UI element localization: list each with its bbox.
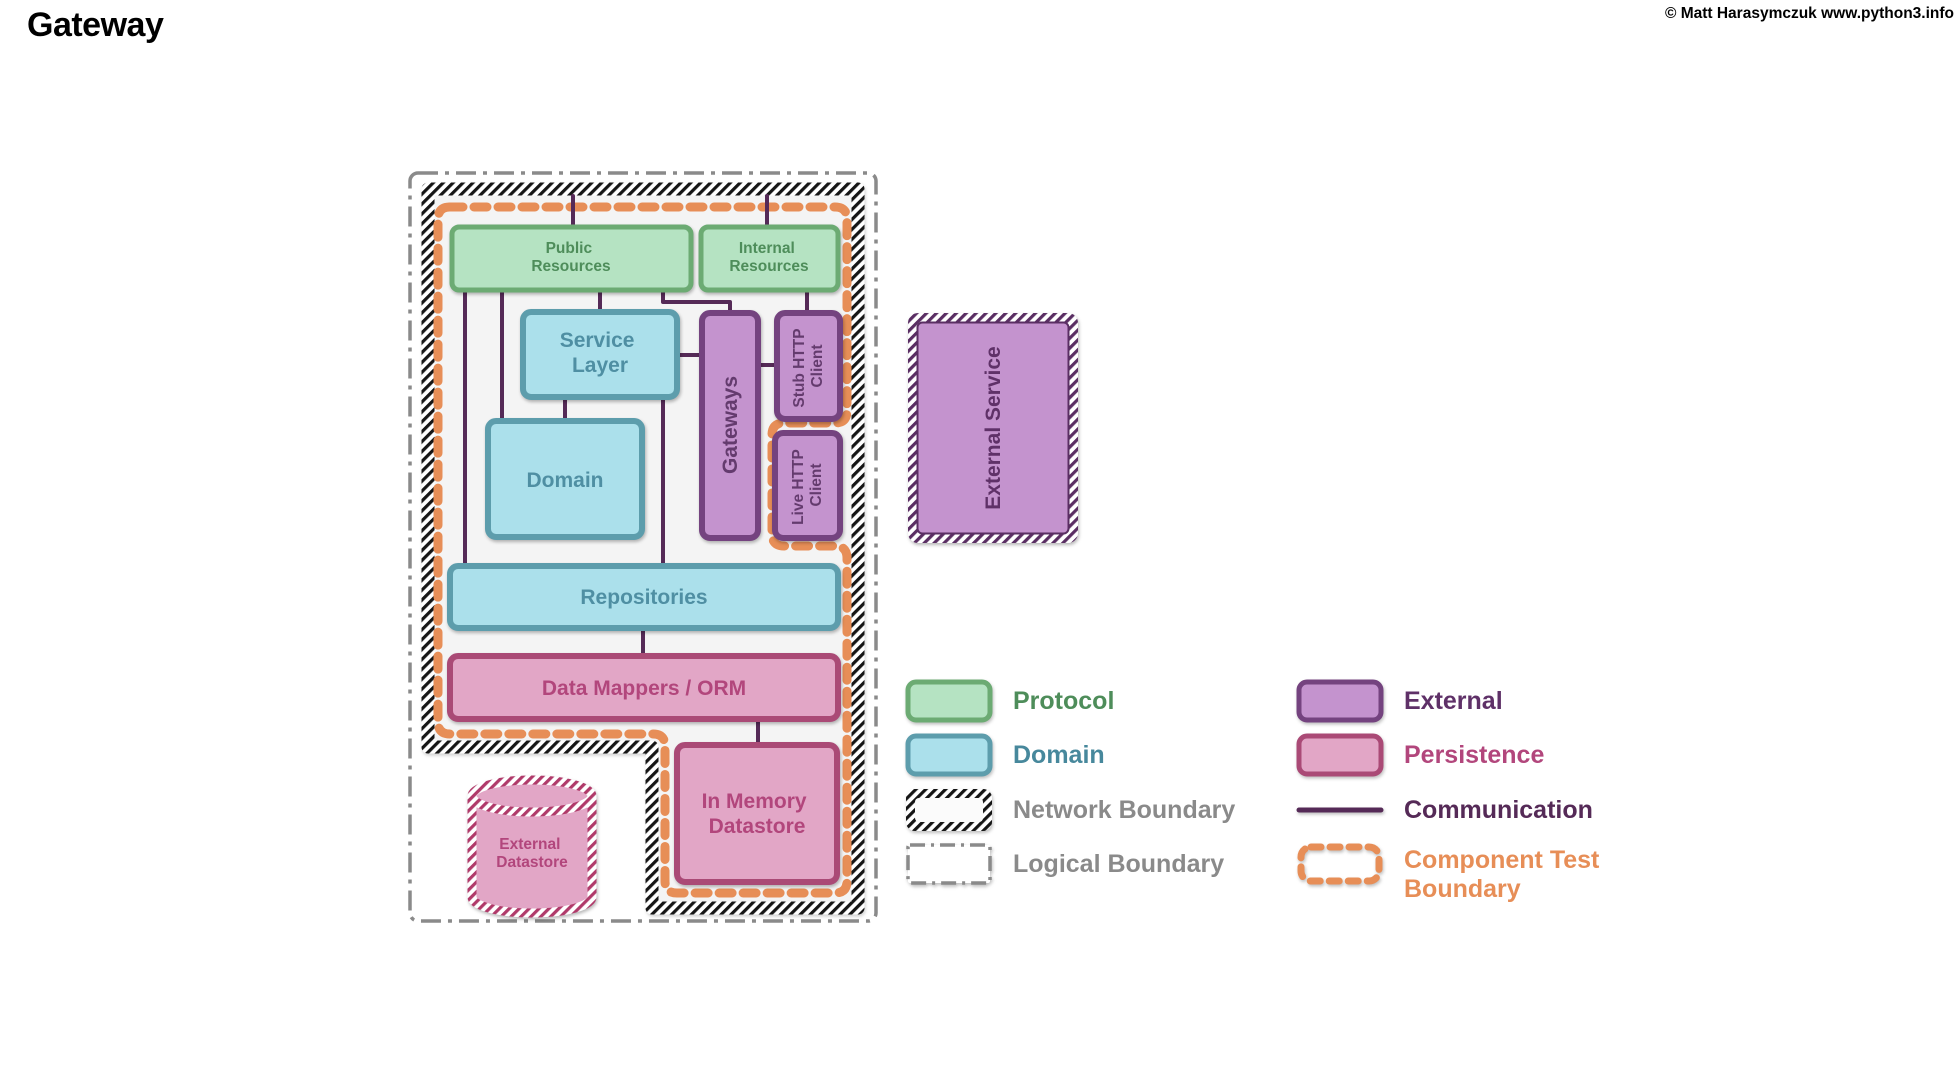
communication-lines xyxy=(463,194,809,747)
svg-text:Data Mappers / ORM: Data Mappers / ORM xyxy=(542,677,746,700)
domain-swatch-icon xyxy=(905,733,993,777)
legend-label-protocol: Protocol xyxy=(1013,686,1115,715)
node-in-memory-datastore: In Memory Datastore xyxy=(674,742,840,885)
svg-text:External Service: External Service xyxy=(982,346,1005,509)
network-boundary-swatch-icon xyxy=(906,789,992,831)
legend-item-communication: Communication xyxy=(1296,788,1593,832)
svg-text:Repositories: Repositories xyxy=(580,586,707,609)
svg-text:Gateways: Gateways xyxy=(719,376,742,474)
legend-label-external: External xyxy=(1404,686,1503,715)
svg-text:External Datastore: External Datastore xyxy=(496,836,568,871)
node-external-datastore: External Datastore xyxy=(467,775,597,918)
persistence-swatch-icon xyxy=(1296,733,1384,777)
copyright-text: © Matt Harasymczuk www.python3.info xyxy=(1664,5,1954,22)
logical-boundary xyxy=(408,171,878,923)
legend-label-component-test-boundary: Component Test Boundary xyxy=(1404,846,1600,903)
external-swatch-icon xyxy=(1296,679,1384,723)
node-gateways: Gateways xyxy=(699,310,761,541)
architecture-diagram: Public Resources Internal Resources Serv… xyxy=(408,171,1078,923)
svg-text:Domain: Domain xyxy=(526,469,603,492)
legend-item-domain: Domain xyxy=(905,733,1105,777)
svg-text:Public Resources: Public Resources xyxy=(531,240,610,275)
node-external-service: External Service xyxy=(908,313,1078,543)
node-live-http-client: Live HTTP Client xyxy=(772,430,843,541)
line-public-to-gateways xyxy=(661,288,732,315)
legend-label-domain: Domain xyxy=(1013,740,1105,769)
component-test-boundary-swatch-icon xyxy=(1297,843,1383,885)
legend-item-network-boundary: Network Boundary xyxy=(905,788,1235,832)
legend-item-persistence: Persistence xyxy=(1296,733,1544,777)
protocol-swatch-icon xyxy=(905,679,993,723)
svg-text:In Memory Datastore: In Memory Datastore xyxy=(702,790,813,838)
node-service-layer: Service Layer xyxy=(520,309,680,400)
page-title: Gateway xyxy=(27,6,164,44)
legend-item-external: External xyxy=(1296,679,1503,723)
svg-text:Internal Resources: Internal Resources xyxy=(729,240,808,275)
node-repositories: Repositories xyxy=(447,563,841,631)
node-stub-http-client: Stub HTTP Client xyxy=(774,310,843,422)
legend-label-network-boundary: Network Boundary xyxy=(1013,795,1236,824)
communication-swatch-icon xyxy=(1296,807,1384,813)
svg-text:Stub HTTP Client: Stub HTTP Client xyxy=(791,324,826,407)
svg-text:Live HTTP Client: Live HTTP Client xyxy=(790,445,825,525)
node-public-resources: Public Resources xyxy=(449,224,694,293)
legend-item-protocol: Protocol xyxy=(905,679,1114,723)
legend-label-logical-boundary: Logical Boundary xyxy=(1013,849,1225,878)
logical-boundary-swatch-icon xyxy=(906,843,992,885)
svg-text:Service Layer: Service Layer xyxy=(560,329,641,377)
node-data-mappers: Data Mappers / ORM xyxy=(447,653,841,722)
legend-label-communication: Communication xyxy=(1404,795,1593,824)
node-domain: Domain xyxy=(485,418,645,540)
component-test-boundary xyxy=(433,202,852,898)
node-internal-resources: Internal Resources xyxy=(698,224,841,293)
legend-label-persistence: Persistence xyxy=(1404,740,1545,769)
legend-item-component-test-boundary: Component Test Boundary xyxy=(1296,842,1634,904)
legend-item-logical-boundary: Logical Boundary xyxy=(905,842,1224,886)
